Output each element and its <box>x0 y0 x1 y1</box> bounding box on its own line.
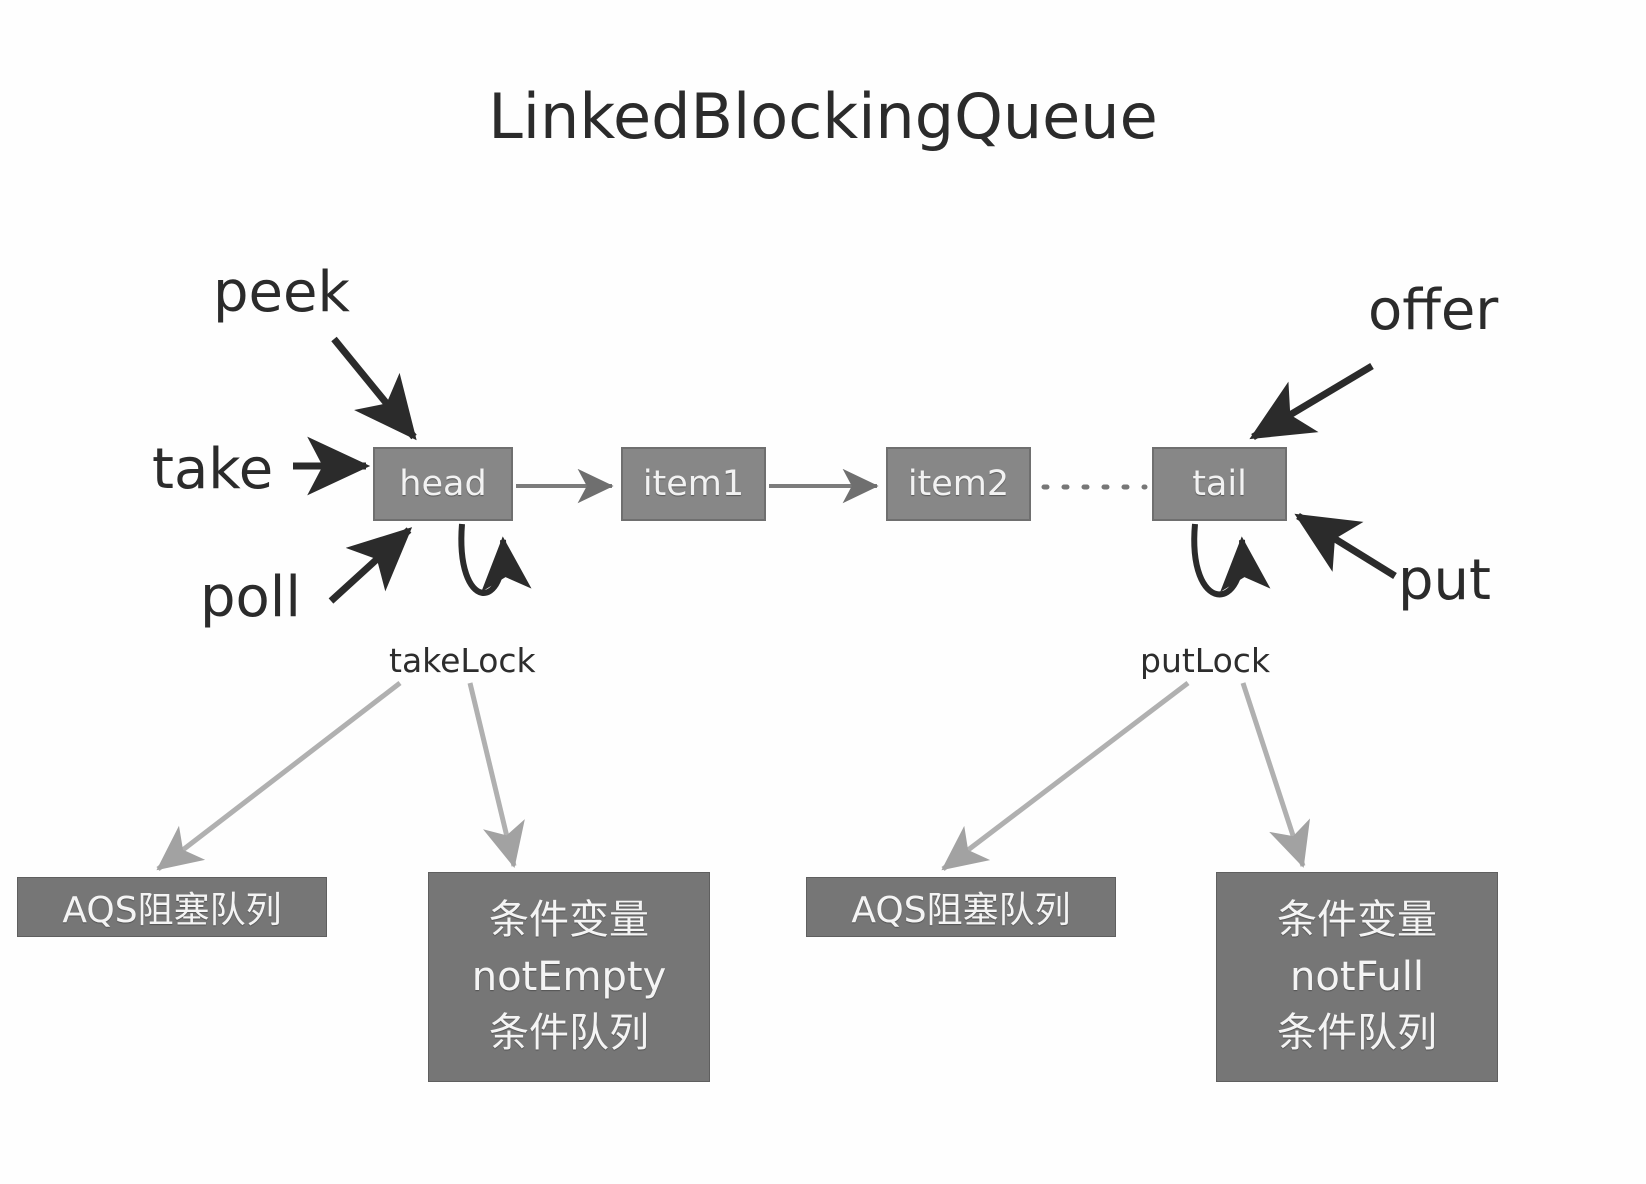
put-lock-loop <box>1191 523 1271 598</box>
putlock-aqs-queue-label: AQS阻塞队列 <box>851 890 1071 931</box>
poll-arrow <box>328 527 413 604</box>
putlock-to-aqs-arrow <box>941 681 1190 871</box>
operation-label-poll: poll <box>200 565 301 630</box>
takelock-aqs-queue-label: AQS阻塞队列 <box>62 890 282 931</box>
queue-node-item2[interactable]: item2 <box>886 447 1031 521</box>
lock-label-takelock: takeLock <box>389 641 536 680</box>
takelock-to-notempty-arrow <box>467 682 525 868</box>
operation-label-put: put <box>1398 548 1491 613</box>
queue-node-tail[interactable]: tail <box>1152 447 1287 521</box>
operation-label-take: take <box>152 437 274 502</box>
notfull-line-3: 条件队列 <box>1277 1010 1437 1057</box>
takelock-aqs-queue-box: AQS阻塞队列 <box>17 877 327 937</box>
notempty-line-2: notEmpty <box>471 953 667 1000</box>
notempty-line-1: 条件变量 <box>489 896 649 943</box>
page-title: LinkedBlockingQueue <box>488 80 1158 153</box>
operation-label-peek: peek <box>213 260 350 325</box>
notempty-line-3: 条件队列 <box>489 1010 649 1057</box>
offer-arrow <box>1249 362 1374 441</box>
queue-node-head[interactable]: head <box>373 447 513 521</box>
lock-label-putlock: putLock <box>1140 641 1271 680</box>
peek-arrow <box>331 336 417 441</box>
queue-node-item1[interactable]: item1 <box>621 447 766 521</box>
take-lock-loop <box>458 523 532 596</box>
takelock-to-aqs-arrow <box>156 681 402 871</box>
notfull-line-1: 条件变量 <box>1277 896 1437 943</box>
notfull-condition-box: 条件变量 notFull 条件队列 <box>1216 872 1498 1082</box>
putlock-to-notfull-arrow <box>1240 682 1311 868</box>
notfull-line-2: notFull <box>1290 953 1424 1000</box>
put-arrow <box>1294 513 1397 579</box>
putlock-aqs-queue-box: AQS阻塞队列 <box>806 877 1116 937</box>
notempty-condition-box: 条件变量 notEmpty 条件队列 <box>428 872 710 1082</box>
operation-label-offer: offer <box>1368 278 1499 343</box>
